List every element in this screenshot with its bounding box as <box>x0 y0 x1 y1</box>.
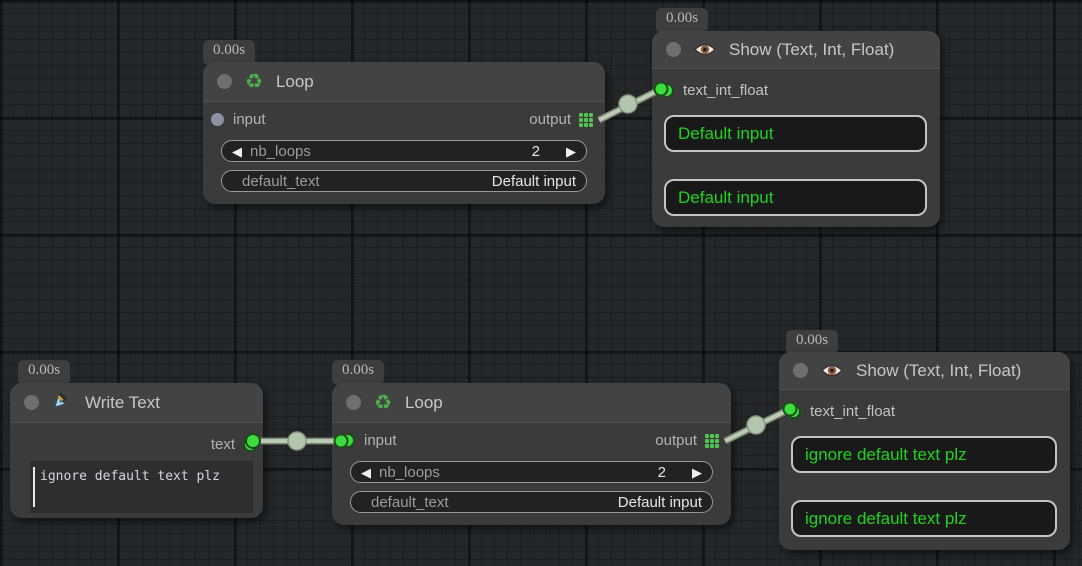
node-header[interactable]: Write Text <box>10 383 263 423</box>
default-text-field[interactable]: default_text Default input <box>350 491 713 513</box>
node-loop-top[interactable]: ♻ Loop input output ◀ nb_loops 2 ▶ defau… <box>203 62 605 204</box>
eye-icon <box>694 42 716 57</box>
stepper-left-arrow-icon[interactable]: ◀ <box>232 143 242 159</box>
input-socket[interactable] <box>211 113 224 126</box>
text-editor[interactable]: ignore default text plz <box>30 461 253 513</box>
node-show-bottom[interactable]: Show (Text, Int, Float) text_int_float i… <box>779 352 1070 550</box>
input-label: input <box>233 111 266 128</box>
output-display: Default input <box>664 179 927 216</box>
node-title: Show (Text, Int, Float) <box>729 39 895 59</box>
node-title: Show (Text, Int, Float) <box>856 360 1022 380</box>
stepper-left-arrow-icon[interactable]: ◀ <box>361 464 371 480</box>
eye-icon <box>821 363 843 378</box>
wire-handle[interactable] <box>746 415 766 435</box>
output-display: Default input <box>664 115 927 152</box>
node-header[interactable]: ♻ Loop <box>332 383 731 423</box>
output-display: ignore default text plz <box>791 436 1057 473</box>
output-grid-socket-icon[interactable] <box>705 433 719 448</box>
node-state-dot <box>346 395 361 410</box>
field-name: default_text <box>371 493 449 511</box>
timer-badge: 0.00s <box>18 360 71 385</box>
output-label: text <box>210 435 235 453</box>
text-cursor <box>33 467 35 507</box>
stepper-name: nb_loops <box>250 142 311 160</box>
field-value[interactable]: Default input <box>617 493 702 511</box>
wire-handle[interactable] <box>618 94 638 114</box>
output-socket[interactable] <box>243 436 258 452</box>
timer-badge: 0.00s <box>203 40 256 65</box>
timer-badge: 0.00s <box>332 360 385 385</box>
socket-label: text_int_float <box>683 82 769 99</box>
field-value[interactable]: Default input <box>491 172 576 190</box>
nb-loops-stepper[interactable]: ◀ nb_loops 2 ▶ <box>350 461 713 483</box>
node-state-dot <box>666 42 681 57</box>
stepper-value[interactable]: 2 <box>531 142 540 160</box>
timer-badge: 0.00s <box>656 8 709 33</box>
stepper-value[interactable]: 2 <box>657 463 666 481</box>
node-state-dot <box>217 74 232 89</box>
node-loop-bottom[interactable]: ♻ Loop input output ◀ nb_loops 2 ▶ defau… <box>332 383 731 525</box>
recycle-icon: ♻ <box>245 70 263 93</box>
output-display: ignore default text plz <box>791 500 1057 537</box>
nb-loops-stepper[interactable]: ◀ nb_loops 2 ▶ <box>221 140 587 162</box>
input-label: input <box>364 432 397 449</box>
node-write-text[interactable]: Write Text text ignore default text plz <box>10 383 263 518</box>
node-title: Loop <box>275 71 314 91</box>
node-title: Loop <box>404 392 443 412</box>
stepper-right-arrow-icon[interactable]: ▶ <box>566 143 576 159</box>
node-header[interactable]: Show (Text, Int, Float) <box>652 31 940 69</box>
recycle-icon: ♻ <box>374 391 392 414</box>
socket-label: text_int_float <box>810 403 896 420</box>
node-state-dot <box>24 395 39 410</box>
node-title: Write Text <box>85 392 160 412</box>
stepper-name: nb_loops <box>379 463 440 481</box>
pen-icon <box>52 390 72 415</box>
timer-badge: 0.00s <box>786 330 839 355</box>
node-header[interactable]: Show (Text, Int, Float) <box>779 352 1070 390</box>
input-socket[interactable] <box>659 83 674 98</box>
node-state-dot <box>793 363 808 378</box>
default-text-field[interactable]: default_text Default input <box>221 170 587 192</box>
node-show-top[interactable]: Show (Text, Int, Float) text_int_float D… <box>652 31 940 227</box>
node-header[interactable]: ♻ Loop <box>203 62 605 102</box>
output-grid-socket-icon[interactable] <box>579 112 593 127</box>
text-editor-content: ignore default text plz <box>40 469 221 484</box>
field-name: default_text <box>242 172 320 190</box>
stepper-right-arrow-icon[interactable]: ▶ <box>692 464 702 480</box>
input-socket[interactable] <box>340 433 355 448</box>
output-label: output <box>655 432 697 449</box>
input-socket[interactable] <box>786 404 801 419</box>
output-label: output <box>529 111 571 128</box>
wire-handle[interactable] <box>287 431 307 451</box>
